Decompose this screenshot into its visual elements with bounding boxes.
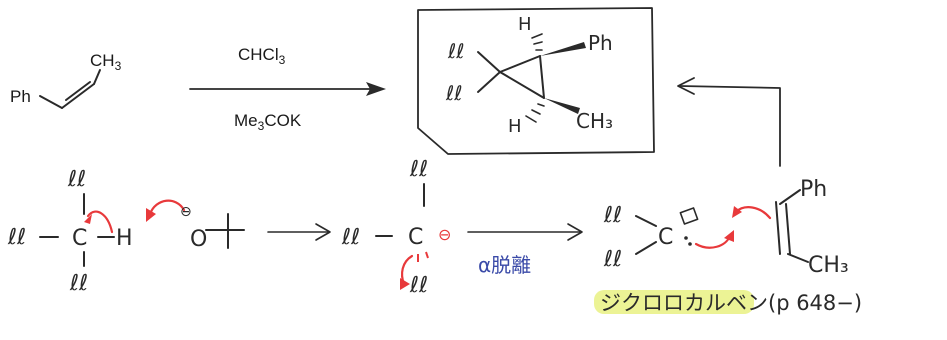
hash-h-top: [531, 33, 543, 51]
highlight-marker: [594, 290, 754, 314]
dichlorocarbene: ℓℓ ℓℓ C: [603, 203, 772, 272]
reactant-double-bond-b: [65, 81, 91, 101]
product-ph: Ph: [588, 31, 613, 55]
chcl3-cl-bottom: ℓℓ: [69, 271, 88, 296]
alkene-double-1: [775, 201, 781, 255]
alkene-ch3: CH₃: [808, 253, 849, 278]
alkene-ph: Ph: [800, 177, 827, 202]
anion-cl-bottom: ℓℓ: [409, 273, 428, 298]
reactant-bond-1: [39, 95, 63, 109]
mech-arrow-1-head: [315, 223, 331, 241]
wedge-ch3: [544, 98, 580, 114]
product-cl-bottom: ℓℓ: [445, 81, 463, 105]
product-cl-top: ℓℓ: [447, 39, 465, 63]
reagent-me3cok: Me3COK: [234, 111, 302, 133]
alkene-double-2: [785, 203, 791, 255]
red-arrow-ch-bond: [86, 210, 114, 234]
ring-bond-bottom: [499, 71, 545, 99]
dichlorocarbene-label: ジクロロカルベン(p 648−): [600, 291, 862, 315]
mech-arrow-2-head: [567, 223, 583, 241]
anion-break-mark-2: [425, 251, 429, 259]
reaction-arrow-head: [366, 82, 386, 96]
anion-charge: ⊖: [438, 225, 451, 244]
reactant-double-bond-a: [61, 83, 95, 109]
chloroform: ℓℓ ℓℓ C ℓℓ H: [7, 167, 133, 296]
chcl3-h: H: [116, 226, 133, 251]
carbene-cl-bottom: ℓℓ: [603, 247, 622, 272]
chcl3-cl-left: ℓℓ: [7, 225, 26, 250]
alpha-elimination-label: α脱離: [478, 253, 531, 277]
tert-butoxide: ⊖ O: [146, 199, 245, 252]
product-box: ℓℓ ℓℓ Ph CH₃ H H: [417, 7, 655, 155]
red-arrow-alkene-head: [732, 206, 742, 218]
ring-bond-top: [499, 55, 541, 73]
carbene-lone-pair-2: [688, 242, 692, 246]
red-arrow-base-head: [146, 208, 156, 222]
reagent-chcl3: CHCl3: [238, 45, 286, 67]
anion-c: C: [408, 225, 423, 250]
reactant-bond-2: [93, 69, 101, 85]
red-arrow-ch-head: [84, 214, 92, 224]
ring-bond-right: [539, 55, 545, 99]
product-cl-bond-1: [477, 51, 501, 73]
chcl3-cl-top: ℓℓ: [67, 167, 86, 192]
main-reaction-arrow: CHCl3 Me3COK: [189, 45, 386, 133]
base-minus: ⊖: [180, 204, 192, 220]
chcl3-c: C: [72, 226, 87, 251]
carbene-cl-top: ℓℓ: [603, 203, 622, 228]
reactant-ch3-label: CH3: [90, 51, 122, 73]
carbene-c: C: [658, 225, 673, 250]
product-h-top: H: [518, 14, 532, 35]
anion-cl-left: ℓℓ: [341, 225, 360, 250]
alkene-mechanism: Ph CH₃: [775, 177, 849, 278]
product-h-bottom: H: [508, 116, 522, 137]
carbene-label-group: ジクロロカルベン(p 648−): [594, 290, 862, 315]
product-ch3: CH₃: [576, 109, 613, 133]
return-arrow-path: [679, 85, 781, 167]
product-frame: [417, 7, 655, 155]
anion-cl-top: ℓℓ: [409, 157, 428, 182]
return-arrow-head: [677, 77, 695, 95]
alkene-bond-ph: [779, 189, 801, 205]
wedge-ph: [540, 42, 586, 56]
product-cl-bond-2: [477, 71, 501, 93]
red-arrow-base: [148, 199, 186, 216]
red-arrow-carbene-head: [724, 230, 734, 242]
carbene-lone-pair-1: [684, 236, 688, 240]
carbene-bond-2: [635, 241, 657, 255]
base-o: O: [190, 227, 207, 252]
carbene-empty-orbital: [679, 207, 699, 225]
reactant-ph-label: Ph: [10, 87, 31, 106]
alkene-bond-ch3: [787, 253, 809, 263]
trichloromethyl-anion: ℓℓ ℓℓ C ⊖ ℓℓ: [341, 157, 451, 298]
reactant-alkene: Ph CH3: [10, 51, 122, 109]
return-arrow: [677, 77, 781, 167]
mechanism-arrow-1: [267, 223, 331, 241]
hash-h-bottom: [525, 103, 545, 123]
carbene-bond-1: [635, 215, 657, 227]
red-arrow-ccl-head: [400, 278, 410, 290]
mechanism-arrow-2: α脱離: [467, 223, 583, 277]
red-arrow-alkene: [734, 206, 772, 220]
